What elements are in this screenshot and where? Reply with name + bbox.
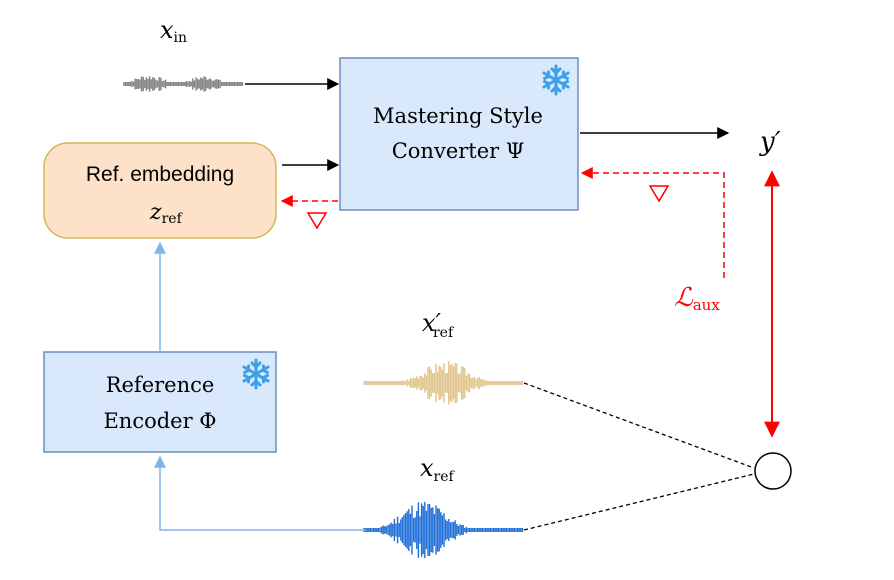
- gradient-nabla-icon-right: [648, 185, 670, 203]
- ref-prime-waveform: [363, 361, 524, 405]
- x-ref-prime-label: x′ref: [422, 309, 455, 341]
- ref-waveform: [363, 501, 524, 559]
- ref-dashed-line: [523, 473, 755, 531]
- x-ref-label: xref: [420, 454, 456, 485]
- converter-box: Mastering Style Converter Ψ: [339, 57, 579, 211]
- z-ref-label: zref: [149, 200, 184, 227]
- compare-circle-icon: [754, 452, 792, 490]
- converter-label-line1: Mastering Style: [373, 104, 543, 128]
- ref-to-encoder-arrow: [154, 455, 366, 531]
- gradient-nabla-icon-left: [306, 212, 328, 230]
- reference-encoder-box: Reference Encoder Φ: [43, 351, 277, 453]
- aux-gradient-arrow: [580, 167, 725, 278]
- x-in-label: xin: [160, 16, 187, 46]
- ref-prime-dashed-line: [523, 382, 755, 469]
- ref-embedding-label: Ref. embedding: [86, 163, 234, 186]
- converter-label-line2: Converter Ψ: [392, 139, 525, 163]
- l-aux-label: ℒaux: [674, 283, 720, 314]
- encoder-label-line1: Reference: [106, 373, 215, 397]
- y-prime-label: y′: [759, 127, 781, 157]
- encoder-label-line2: Encoder Φ: [103, 409, 216, 433]
- input-waveform: [123, 76, 244, 92]
- ref-embedding-box: Ref. embedding zref: [43, 142, 277, 239]
